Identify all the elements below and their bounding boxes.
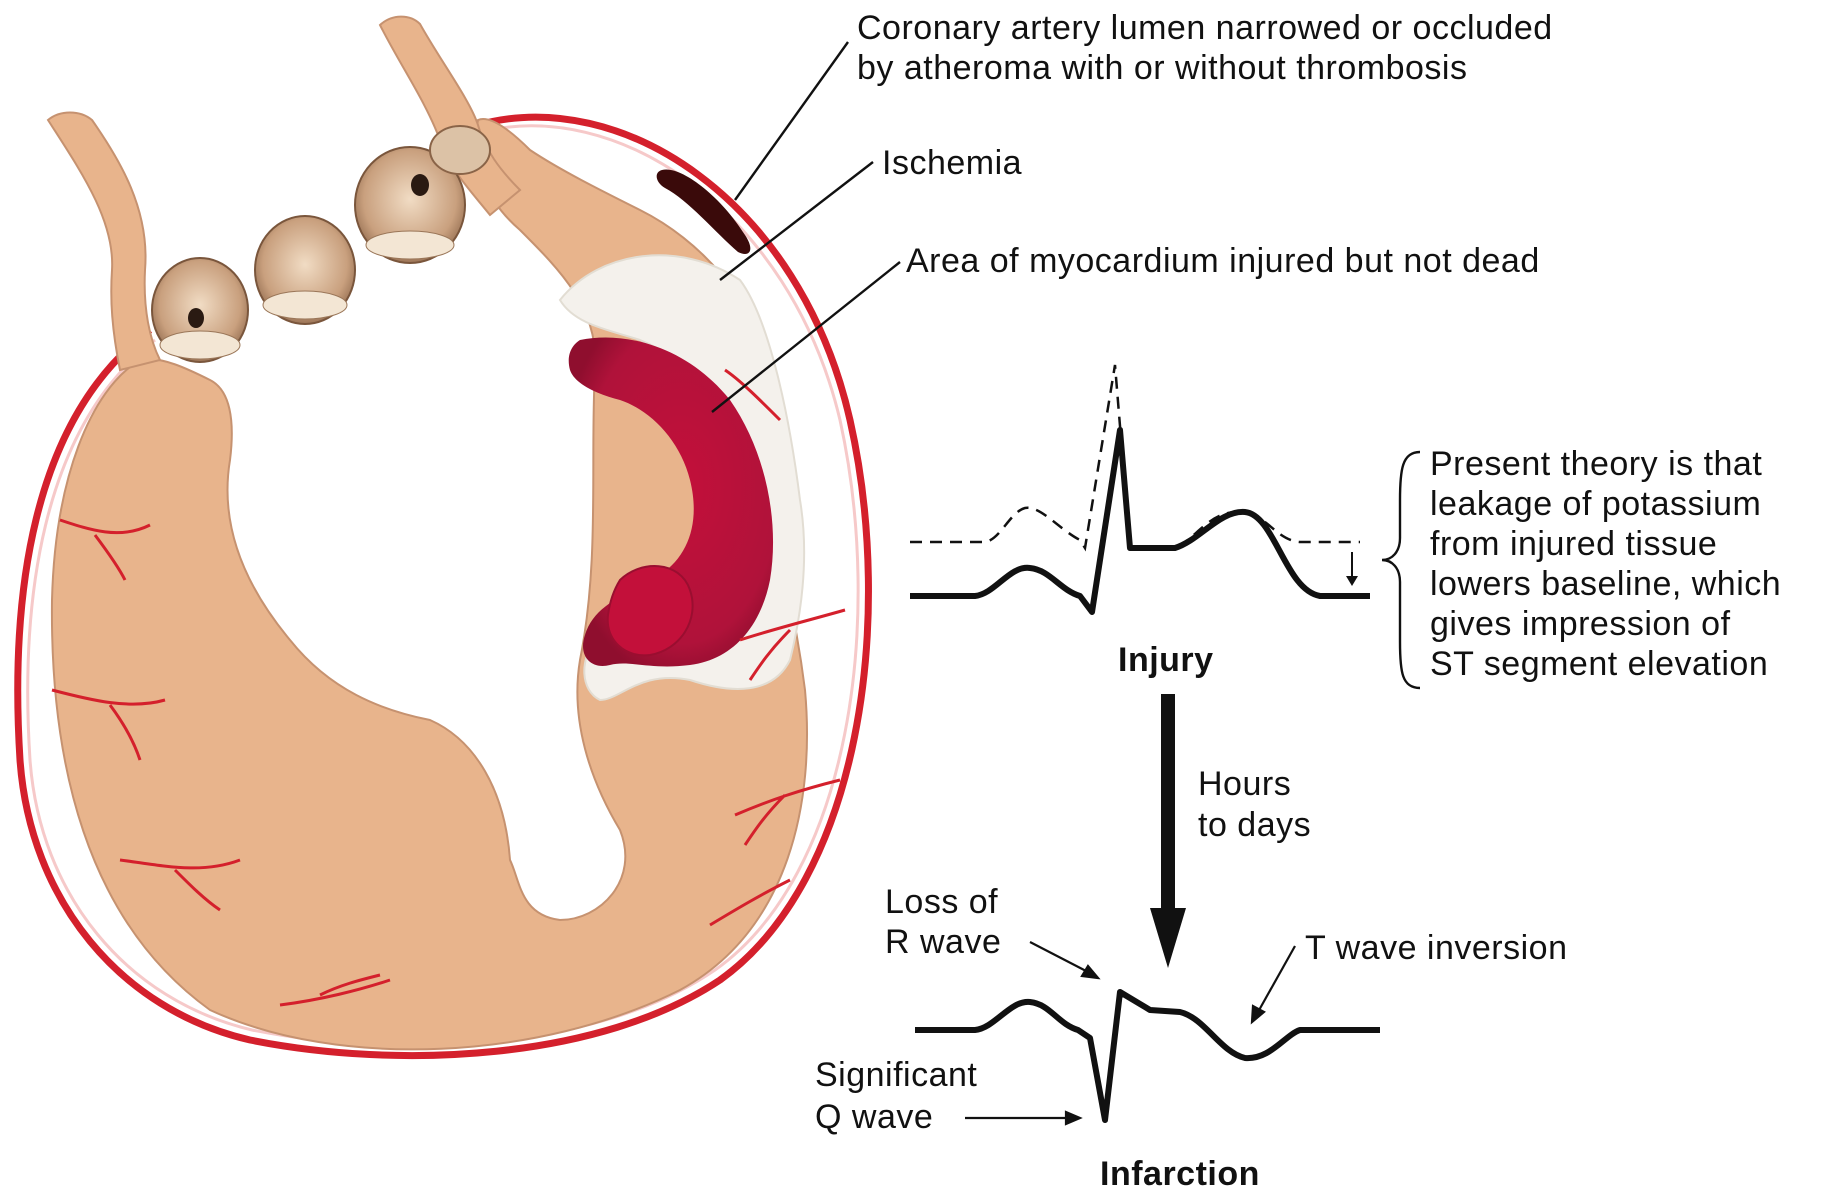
infarction-caption: Infarction <box>1100 1154 1260 1194</box>
theory-text: Present theory is that leakage of potass… <box>1430 444 1781 684</box>
injury-caption: Injury <box>1118 640 1214 680</box>
time-arrow <box>1150 694 1186 968</box>
injured-area-label: Area of myocardium injured but not dead <box>906 241 1540 281</box>
theory-line: ST segment elevation <box>1430 644 1781 684</box>
hours-label-line2: to days <box>1198 805 1311 845</box>
ischemia-label: Ischemia <box>882 143 1022 183</box>
theory-line: Present theory is that <box>1430 444 1781 484</box>
loss-r-label-line1: Loss of <box>885 882 998 922</box>
leader-coronary <box>735 42 848 200</box>
theory-line: from injured tissue <box>1430 524 1781 564</box>
leader-ischemia <box>720 162 873 280</box>
heart-illustration <box>18 17 869 1056</box>
theory-line: lowers baseline, which <box>1430 564 1781 604</box>
coronary-label-line1: Coronary artery lumen narrowed or occlud… <box>857 8 1553 48</box>
loss-r-label-line2: R wave <box>885 922 1001 962</box>
valve-cluster <box>152 126 490 362</box>
q-wave-label-line2: Q wave <box>815 1097 933 1137</box>
ecg-injury-solid-trace <box>910 430 1370 612</box>
ecg-injury-dashed-baseline <box>910 365 1360 548</box>
theory-line: leakage of potassium <box>1430 484 1781 524</box>
ecg-infarction <box>915 992 1380 1120</box>
t-wave-label: T wave inversion <box>1305 928 1568 968</box>
infarction-pointers <box>965 942 1295 1124</box>
theory-line: gives impression of <box>1430 604 1781 644</box>
q-wave-label-line1: Significant <box>815 1055 977 1095</box>
ecg-injury <box>910 365 1370 612</box>
theory-brace <box>1382 452 1420 688</box>
pulmonary-vessel <box>48 113 160 371</box>
ecg-infarction-trace <box>915 992 1380 1120</box>
coronary-label-line2: by atheroma with or without thrombosis <box>857 48 1467 88</box>
hours-label-line1: Hours <box>1198 764 1291 804</box>
